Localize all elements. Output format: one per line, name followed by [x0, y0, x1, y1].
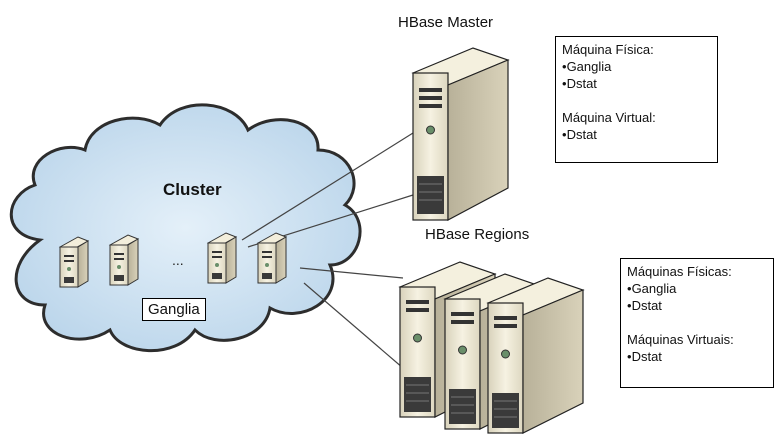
- regions-physical-item: •Ganglia: [627, 280, 767, 297]
- connector-master-top: [241, 132, 414, 241]
- connector-regions-top: [299, 267, 404, 279]
- regions-physical-item: •Dstat: [627, 297, 767, 314]
- regions-virtual-item: •Dstat: [627, 348, 767, 365]
- cluster-cloud: [9, 103, 362, 353]
- master-physical-item: •Dstat: [562, 75, 711, 92]
- regions-virtual-heading: Máquinas Virtuais:: [627, 332, 734, 347]
- regions-note: Máquinas Físicas: •Ganglia •Dstat Máquin…: [620, 258, 774, 388]
- cluster-server-icon-4: [256, 232, 288, 284]
- bullet: •: [562, 59, 567, 74]
- master-server-icon: [411, 47, 510, 221]
- bullet: •: [627, 349, 632, 364]
- master-physical-item-2: Dstat: [566, 76, 597, 91]
- regions-physical-item-1: Ganglia: [631, 281, 677, 296]
- regions-title: HBase Regions: [425, 226, 530, 243]
- bullet: •: [627, 281, 632, 296]
- master-virtual-item: •Dstat: [562, 126, 711, 143]
- bullet: •: [562, 127, 567, 142]
- master-physical-heading: Máquina Física:: [562, 42, 654, 57]
- cluster-server-icon-2: [108, 234, 140, 286]
- master-title: HBase Master: [398, 14, 494, 31]
- ganglia-label: Ganglia: [142, 298, 206, 321]
- master-note: Máquina Física: •Ganglia •Dstat Máquina …: [555, 36, 718, 163]
- master-physical-item-1: Ganglia: [566, 59, 612, 74]
- master-virtual-heading: Máquina Virtual:: [562, 110, 656, 125]
- master-physical-item: •Ganglia: [562, 58, 711, 75]
- regions-physical-heading: Máquinas Físicas:: [627, 264, 732, 279]
- cluster-title: Cluster: [163, 180, 222, 199]
- regions-virtual-item-1: Dstat: [631, 349, 662, 364]
- bullet: •: [562, 76, 567, 91]
- regions-physical-item-2: Dstat: [631, 298, 662, 313]
- connector-regions-bottom: [303, 282, 404, 369]
- master-virtual-item-1: Dstat: [566, 127, 597, 142]
- cluster-server-icon-3: [206, 232, 238, 284]
- bullet: •: [627, 298, 632, 313]
- cluster-ellipsis: ...: [172, 252, 184, 268]
- region-server-icon-3: [486, 277, 585, 434]
- cluster-server-icon-1: [58, 236, 90, 288]
